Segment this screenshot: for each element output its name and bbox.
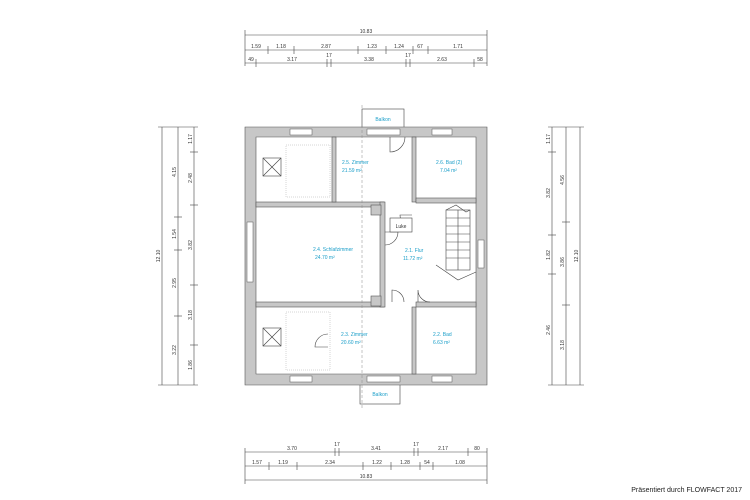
shaft-top-left bbox=[262, 157, 282, 177]
bottom-total-dim: 10.83 bbox=[360, 474, 373, 480]
left-dim: 3.82 bbox=[188, 240, 194, 250]
room-2-4-area: 24.70 m² bbox=[315, 255, 335, 261]
staircase bbox=[435, 204, 477, 281]
right-dim: 3.18 bbox=[560, 340, 566, 350]
room-2-1-name: 2.1. Flur bbox=[405, 248, 424, 254]
bottom-dim: 2.17 bbox=[438, 446, 448, 452]
right-dim: 3.82 bbox=[546, 188, 552, 198]
top-dim: 1.23 bbox=[367, 44, 377, 50]
top-dim: 3.38 bbox=[364, 57, 374, 63]
balcony-top-label: Balkon bbox=[375, 117, 391, 123]
room-2-6-name: 2.6. Bad (2) bbox=[436, 160, 462, 166]
left-total-dim: 12.10 bbox=[156, 250, 162, 263]
bottom-dim: 54 bbox=[424, 460, 430, 466]
room-2-5-name: 2.5. Zimmer bbox=[342, 160, 369, 166]
top-dim: 17 bbox=[326, 53, 332, 59]
right-total-dim: 12.10 bbox=[574, 250, 580, 263]
left-dim: 2.95 bbox=[172, 278, 178, 288]
left-dim: 4.15 bbox=[172, 167, 178, 177]
top-dim: 49 bbox=[248, 57, 254, 63]
top-total-dim: 10.83 bbox=[360, 29, 373, 35]
room-2-4-name: 2.4. Schlafzimmer bbox=[313, 247, 353, 253]
top-dim: 2.63 bbox=[437, 57, 447, 63]
left-dim: 1.17 bbox=[188, 134, 194, 144]
top-dim: 1.71 bbox=[453, 44, 463, 50]
bottom-dim: 1.19 bbox=[278, 460, 288, 466]
left-dim: 3.18 bbox=[188, 310, 194, 320]
bottom-dim: 1.22 bbox=[372, 460, 382, 466]
top-dim: 17 bbox=[405, 53, 411, 59]
bottom-dim: 1.08 bbox=[455, 460, 465, 466]
room-2-3-area: 20.60 m² bbox=[341, 340, 361, 346]
interior-walls bbox=[255, 136, 477, 375]
room-detail-lines bbox=[285, 144, 331, 371]
room-2-5-area: 21.59 m² bbox=[342, 168, 362, 174]
bottom-dim: 2.34 bbox=[325, 460, 335, 466]
bottom-dimensions bbox=[244, 448, 488, 484]
top-dim: 67 bbox=[417, 44, 423, 50]
top-dim: 1.18 bbox=[276, 44, 286, 50]
right-dim: 4.56 bbox=[560, 175, 566, 185]
room-2-2-name: 2.2. Bad bbox=[433, 332, 452, 338]
outer-walls bbox=[244, 126, 488, 386]
bottom-dim: 17 bbox=[334, 442, 340, 448]
shaft-bottom-left bbox=[262, 327, 282, 347]
left-dimensions bbox=[158, 126, 198, 386]
room-2-3-name: 2.3. Zimmer bbox=[341, 332, 368, 338]
bottom-dim: 3.70 bbox=[287, 446, 297, 452]
right-dim: 2.46 bbox=[546, 325, 552, 335]
balcony-bottom-label: Balkon bbox=[372, 392, 388, 398]
left-dim: 1.86 bbox=[188, 360, 194, 370]
top-dim: 58 bbox=[477, 57, 483, 63]
hatch-label: Luke bbox=[396, 224, 407, 230]
bottom-dim: 80 bbox=[474, 446, 480, 452]
top-dim: 2.87 bbox=[321, 44, 331, 50]
room-2-1-area: 11.72 m² bbox=[403, 256, 423, 262]
room-2-6-area: 7.04 m² bbox=[440, 168, 457, 174]
bottom-dim: 3.41 bbox=[371, 446, 381, 452]
top-dim: 1.24 bbox=[394, 44, 404, 50]
left-dim: 3.22 bbox=[172, 345, 178, 355]
credit-text: Präsentiert durch FLOWFACT 2017 bbox=[631, 487, 742, 494]
left-dim: 2.48 bbox=[188, 173, 194, 183]
right-dimensions bbox=[548, 126, 584, 386]
bottom-dim: 17 bbox=[413, 442, 419, 448]
right-dim: 1.82 bbox=[546, 250, 552, 260]
bottom-dim: 1.28 bbox=[400, 460, 410, 466]
left-dim: 1.54 bbox=[172, 229, 178, 239]
top-dim: 3.17 bbox=[287, 57, 297, 63]
top-dim: 1.59 bbox=[251, 44, 261, 50]
bottom-dim: 1.57 bbox=[252, 460, 262, 466]
right-dim: 1.17 bbox=[546, 134, 552, 144]
top-dimensions bbox=[244, 30, 488, 67]
room-2-2-area: 6.63 m² bbox=[433, 340, 450, 346]
hatch bbox=[389, 217, 413, 233]
right-dim: 3.86 bbox=[560, 257, 566, 267]
windows bbox=[246, 128, 485, 383]
